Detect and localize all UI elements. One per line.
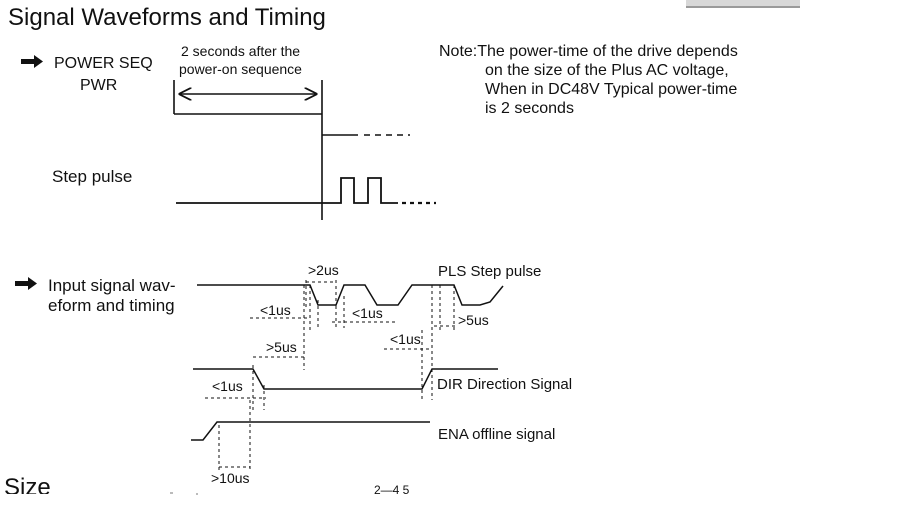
ena-waveform — [191, 421, 430, 441]
power-seq-label: POWER SEQ — [54, 55, 153, 72]
power-time-note: Note:The power-time of the drive depends… — [439, 42, 738, 118]
timing-lt1us-pulse: <1us — [352, 305, 383, 321]
next-section-heading-partial: Size — [4, 474, 51, 494]
bullet-arrow-icon — [21, 55, 43, 68]
dir-signal-label: DIR Direction Signal — [437, 376, 573, 393]
timing-gt5us-pls: >5us — [458, 312, 489, 328]
timing-gt2us: >2us — [308, 262, 339, 278]
ena-signal-label: ENA offline signal — [438, 426, 556, 443]
note-line-2: on the size of the Plus AC voltage, — [485, 62, 729, 79]
dir-waveform — [193, 368, 498, 390]
input-signal-label-line2: eform and timing — [48, 296, 175, 315]
timing-lt1us-dir-rise: <1us — [390, 331, 421, 347]
bullet-arrow-icon — [15, 277, 37, 290]
timing-lt1us-dir-fall: <1us — [212, 378, 243, 394]
page-title: Signal Waveforms and Timing — [8, 4, 326, 31]
step-pulse-label: Step pulse — [52, 167, 133, 186]
input-signal-label-line1: Input signal wav- — [48, 276, 176, 295]
power-annotation-line1: 2 seconds after the — [181, 43, 301, 59]
pls-waveform — [197, 284, 504, 306]
step-pulse-waveform — [176, 177, 436, 205]
page-number: 2—4 5 — [374, 483, 410, 497]
note-line-4: is 2 seconds — [485, 100, 574, 117]
scan-specks — [170, 492, 198, 495]
note-line-3: When in DC48V Typical power-time — [485, 81, 738, 98]
timing-gt10us: >10us — [211, 470, 250, 486]
pls-signal-label: PLS Step pulse — [438, 263, 542, 280]
note-line-1: Note:The power-time of the drive depends — [439, 43, 738, 60]
timing-guide-lines — [205, 280, 456, 472]
pwr-label: PWR — [80, 77, 118, 94]
top-edge-tab — [686, 0, 800, 8]
power-annotation-line2: power-on sequence — [179, 61, 302, 77]
timing-gt5us-dir: >5us — [266, 339, 297, 355]
timing-lt1us-fall: <1us — [260, 302, 291, 318]
power-seq-waveform — [173, 80, 410, 220]
